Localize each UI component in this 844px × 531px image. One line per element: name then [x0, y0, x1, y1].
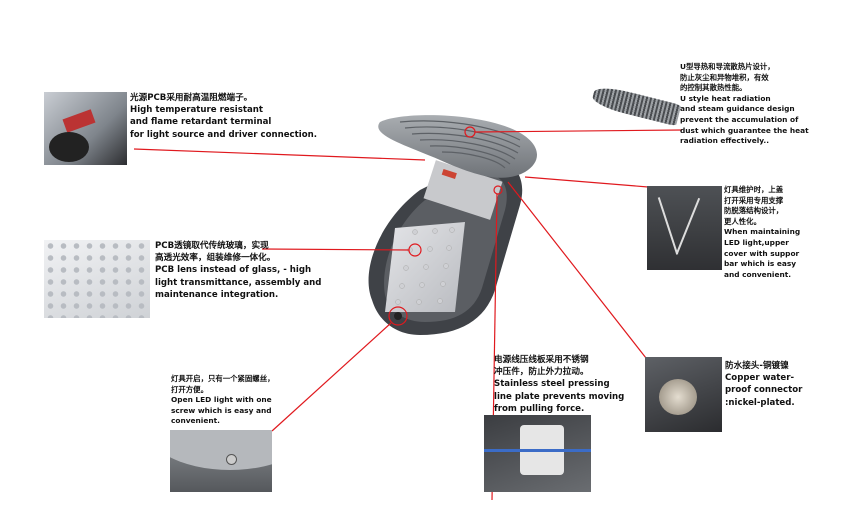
callout-zh: 灯具开启，只有一个紧固螺丝， 打开方便。: [171, 374, 275, 394]
callout-zh: 灯具维护时，上盖 打开采用专用支撑 防脱落结构设计， 更人性化。: [724, 185, 784, 226]
connector-photo: [645, 357, 722, 432]
callout-connector: 防水接头-铜镀镍 Copper water- proof connector :…: [725, 360, 802, 409]
callout-en: High temperature resistant and flame ret…: [130, 105, 317, 140]
leader-lines: [133, 126, 683, 501]
callout-en: PCB lens instead of glass, - high light …: [155, 265, 322, 300]
callout-support-bar: 灯具维护时，上盖 打开采用专用支撑 防脱落结构设计， 更人性化。 When ma…: [724, 185, 800, 280]
callout-one-screw: 灯具开启，只有一个紧固螺丝， 打开方便。 Open LED light with…: [171, 374, 274, 427]
lamp-body: [368, 159, 523, 335]
callout-terminal: 光源PCB采用耐高温阻燃端子。 High temperature resista…: [130, 92, 317, 141]
callout-zh: U型导热和导流散热片设计， 防止灰尘和异物堆积，有效 的控制其散热性能。: [680, 62, 775, 93]
callout-zh: 光源PCB采用耐高温阻燃端子。: [130, 93, 253, 103]
screw-photo: [170, 430, 272, 492]
callout-en: Open LED light with one screw which is e…: [171, 395, 272, 426]
callout-en: When maintaining LED light,upper cover w…: [724, 227, 801, 279]
support-bar-photo: [647, 186, 722, 270]
callout-zh: 防水接头-铜镀镍: [725, 361, 789, 371]
terminal-photo: [44, 92, 127, 165]
pcb-lens-photo: [44, 240, 150, 318]
callout-heatsink: U型导热和导流散热片设计， 防止灰尘和异物堆积，有效 的控制其散热性能。 U s…: [680, 62, 809, 147]
callout-pcb-lens: PCB透镜取代传统玻璃，实现 高透光效率，组装维修一体化。 PCB lens i…: [155, 240, 321, 301]
callout-en: Copper water- proof connector :nickel-pl…: [725, 373, 803, 408]
callout-zh: 电源线压线板采用不锈钢 冲压件，防止外力拉动。: [494, 355, 589, 378]
heatsink-photo: [590, 88, 682, 128]
callout-zh: PCB透镜取代传统玻璃，实现 高透光效率，组装维修一体化。: [155, 241, 276, 264]
callout-pressing-plate: 电源线压线板采用不锈钢 冲压件，防止外力拉动。 Stainless steel …: [494, 354, 624, 415]
callout-en: U style heat radiation and steam guidanc…: [680, 93, 809, 146]
screw: [394, 312, 402, 320]
callout-en: Stainless steel pressing line plate prev…: [494, 379, 625, 414]
pressing-plate-photo: [484, 415, 591, 492]
